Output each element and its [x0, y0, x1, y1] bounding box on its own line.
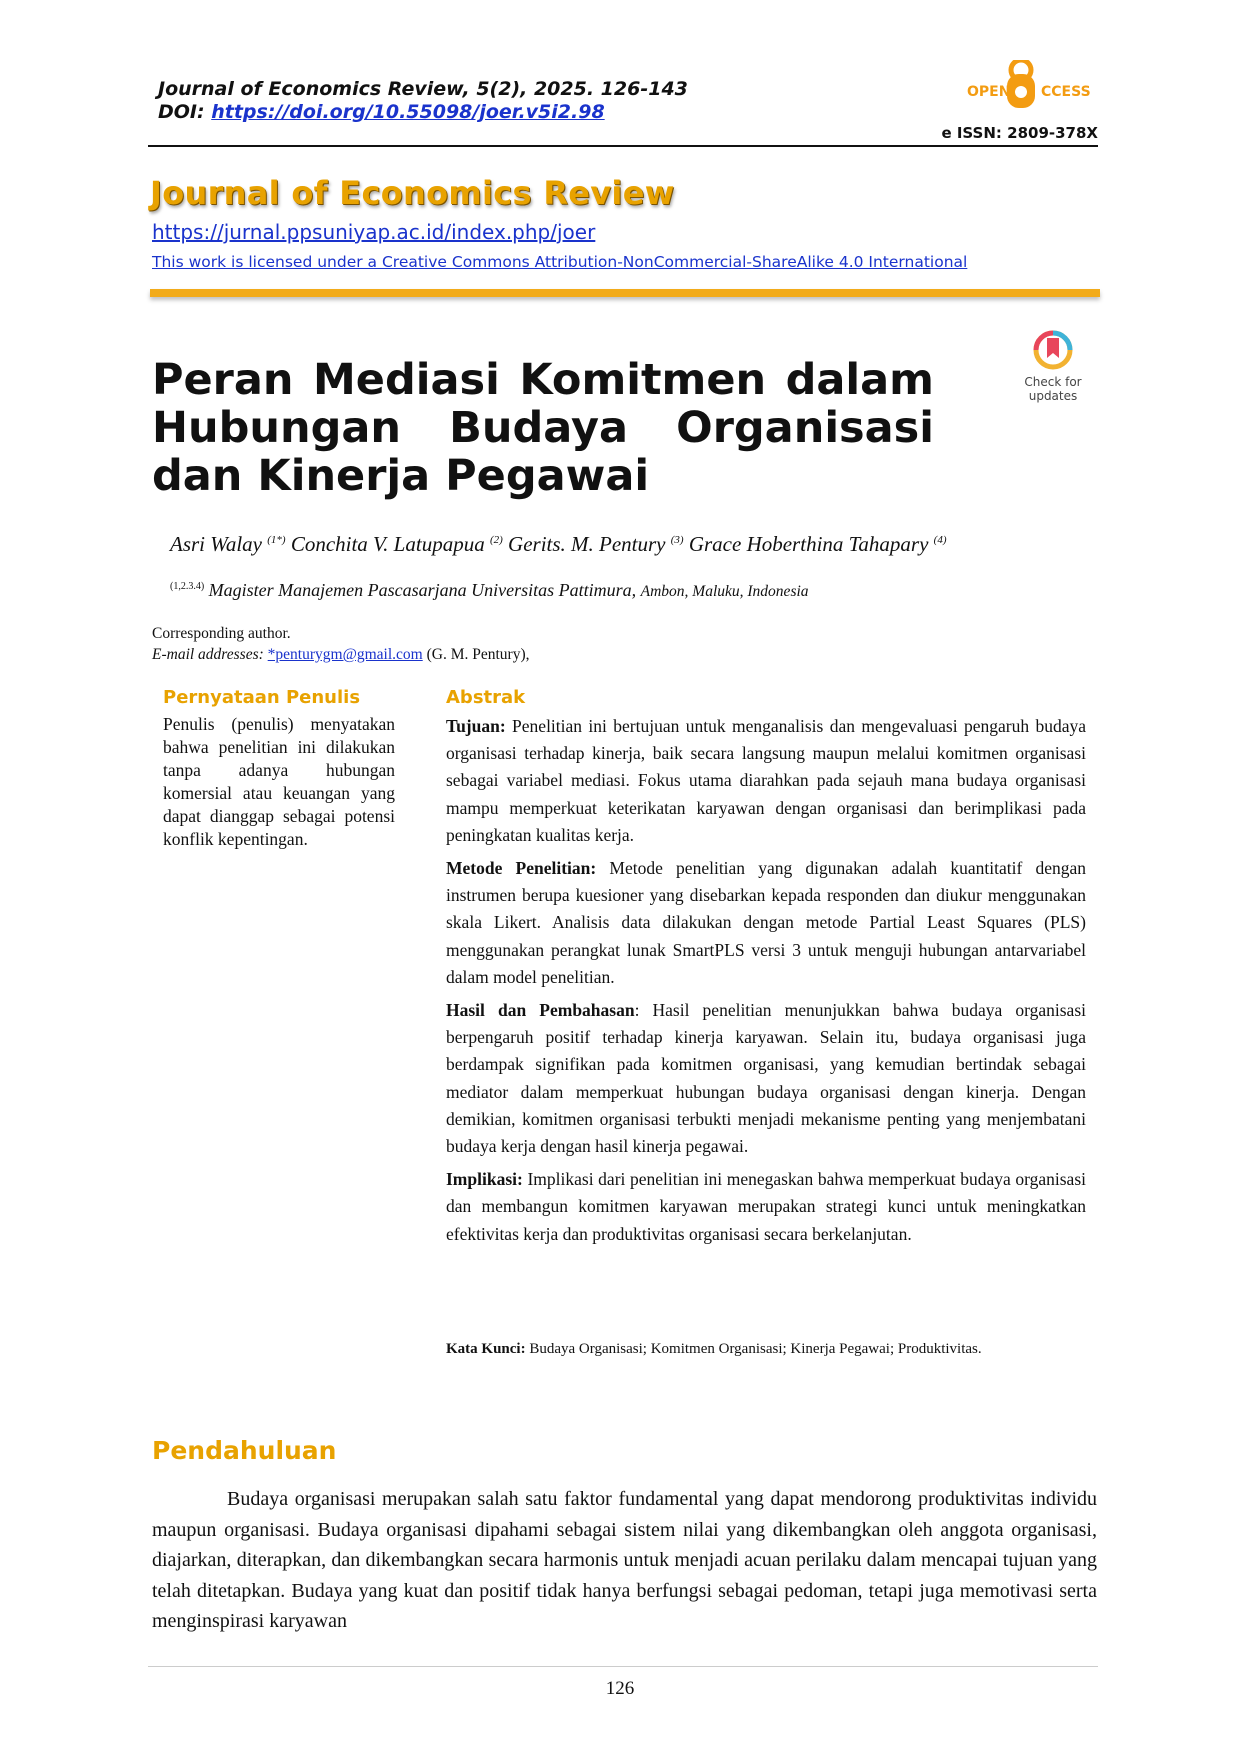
- affiliation-main: Magister Manajemen Pascasarjana Universi…: [208, 580, 637, 600]
- abstract-text: Metode penelitian yang digunakan adalah …: [446, 858, 1086, 987]
- abstract-section-method: Metode Penelitian: Metode penelitian yan…: [446, 855, 1086, 991]
- check-for-updates-badge[interactable]: Check for updates: [1010, 330, 1096, 404]
- author-name: Asri Walay: [170, 532, 262, 556]
- abstract-text: : Hasil penelitian menunjukkan bahwa bud…: [446, 1000, 1086, 1157]
- check-updates-line2: updates: [1028, 389, 1078, 403]
- abstract-body: Tujuan: Penelitian ini bertujuan untuk m…: [446, 713, 1086, 1254]
- author-sup: (2): [489, 534, 503, 546]
- statement-body: Penulis (penulis) menyatakan bahwa penel…: [163, 714, 395, 849]
- keywords-label: Kata Kunci:: [446, 1341, 526, 1357]
- email-link[interactable]: *penturygm@gmail.com: [267, 646, 423, 663]
- affiliation: (1,2.3.4) Magister Manajemen Pascasarjan…: [170, 580, 809, 601]
- abstract-text: Penelitian ini bertujuan untuk menganali…: [446, 716, 1086, 845]
- journal-reference: Journal of Economics Review, 5(2), 2025.…: [158, 78, 688, 100]
- intro-text: Budaya organisasi merupakan salah satu f…: [152, 1488, 1097, 1632]
- abstract-label: Hasil dan Pembahasan: [446, 1000, 635, 1021]
- check-updates-line1: Check for: [1024, 375, 1082, 389]
- open-access-text-right: CCESS: [1041, 84, 1091, 100]
- abstract-section-implications: Implikasi: Implikasi dari penelitian ini…: [446, 1166, 1086, 1248]
- open-access-logo: OPEN CCESS: [965, 57, 1095, 116]
- footer-divider: [148, 1666, 1098, 1667]
- keywords-text: Budaya Organisasi; Komitmen Organisasi; …: [525, 1341, 982, 1357]
- header-divider: [148, 145, 1098, 147]
- page-number: 126: [605, 1678, 635, 1699]
- abstract-label: Implikasi:: [446, 1169, 523, 1190]
- journal-title: Journal of Economics Review: [150, 174, 675, 212]
- abstract-section-results: Hasil dan Pembahasan: Hasil penelitian m…: [446, 997, 1086, 1160]
- paper-title: Peran Mediasi Komitmen dalam Hubungan Bu…: [152, 355, 934, 501]
- statement-heading: Pernyataan Penulis: [163, 687, 361, 708]
- email-line: E-mail addresses: *penturygm@gmail.com (…: [152, 646, 530, 664]
- doi-link[interactable]: https://doi.org/10.55098/joer.v5i2.98: [211, 101, 605, 123]
- crossmark-icon: [1033, 330, 1073, 370]
- author-sup: (4): [933, 534, 947, 546]
- abstract-label: Metode Penelitian:: [446, 858, 597, 879]
- keywords: Kata Kunci: Budaya Organisasi; Komitmen …: [446, 1337, 1086, 1361]
- intro-paragraph: Budaya organisasi merupakan salah satu f…: [152, 1484, 1097, 1637]
- author-name: Grace Hoberthina Tahapary: [688, 532, 929, 556]
- affiliation-sup: (1,2.3.4): [170, 581, 205, 592]
- header-accent-bar: [150, 289, 1100, 297]
- abstract-label: Tujuan:: [446, 716, 506, 736]
- journal-url-link[interactable]: https://jurnal.ppsuniyap.ac.id/index.php…: [152, 220, 596, 244]
- author-list: Asri Walay (1*) Conchita V. Latupapua (2…: [170, 532, 946, 557]
- author-name: Gerits. M. Pentury: [508, 532, 666, 556]
- license-link[interactable]: This work is licensed under a Creative C…: [152, 253, 968, 271]
- abstract-section-purpose: Tujuan: Penelitian ini bertujuan untuk m…: [446, 713, 1086, 849]
- intro-heading: Pendahuluan: [152, 1436, 337, 1465]
- email-label: E-mail addresses:: [152, 646, 264, 663]
- open-access-text-left: OPEN: [967, 84, 1010, 100]
- doi-line: DOI: https://doi.org/10.55098/joer.v5i2.…: [158, 101, 605, 123]
- affiliation-place: Ambon, Maluku, Indonesia: [640, 583, 809, 600]
- author-name: Conchita V. Latupapua: [290, 532, 485, 556]
- email-owner: (G. M. Pentury),: [426, 646, 530, 663]
- issn: e ISSN: 2809-378X: [941, 124, 1098, 142]
- author-sup: (3): [670, 534, 684, 546]
- author-sup: (1*): [267, 534, 286, 546]
- doi-label: DOI:: [158, 101, 212, 123]
- abstract-text: Implikasi dari penelitian ini menegaskan…: [446, 1169, 1086, 1244]
- open-access-lock-icon: OPEN CCESS: [967, 57, 1091, 108]
- abstract-heading: Abstrak: [446, 687, 526, 708]
- corresponding-author: Corresponding author.: [152, 625, 291, 642]
